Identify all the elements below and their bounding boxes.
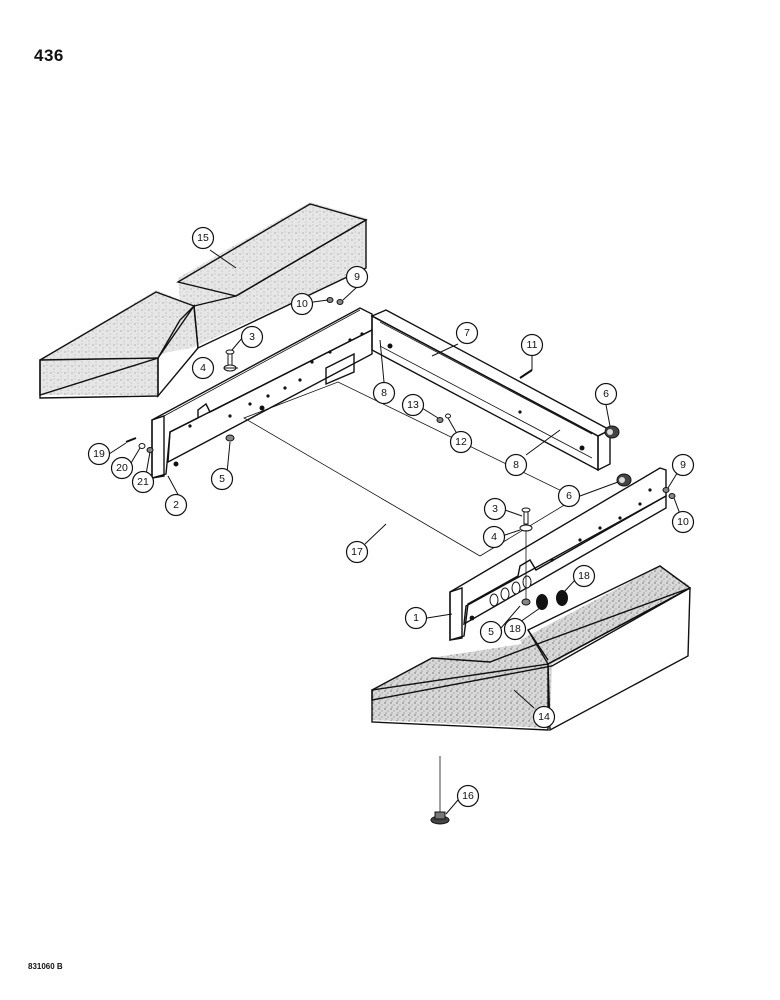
callout-13: 13 [401, 393, 425, 417]
nut-10-lower [668, 493, 676, 499]
washer-21 [146, 447, 154, 453]
callout-8: 8 [372, 381, 396, 405]
callout-18: 18 [572, 564, 596, 588]
callout-label: 16 [462, 790, 474, 802]
callout-label: 6 [603, 388, 609, 400]
callout-4: 4 [191, 356, 215, 380]
screw-11 [519, 369, 533, 379]
callout-5: 5 [210, 467, 234, 491]
callout-label: 4 [491, 531, 497, 543]
callout-label: 11 [527, 339, 538, 351]
bolt-3-lower [521, 507, 531, 525]
callout-17: 17 [345, 540, 369, 564]
seat-cushion-rear [39, 202, 368, 399]
callout-8: 8 [504, 453, 528, 477]
nut-9-lower [662, 487, 670, 493]
bolt-19 [125, 437, 137, 443]
callout-label: 8 [381, 387, 387, 399]
callout-label: 20 [116, 462, 128, 474]
callout-label: 1 [413, 612, 419, 624]
callout-label: 9 [354, 271, 360, 283]
callout-label: 12 [455, 436, 467, 448]
callout-label: 3 [249, 331, 255, 343]
callout-4: 4 [482, 525, 506, 549]
nut-5-lower [521, 598, 531, 606]
washer-12 [445, 413, 451, 419]
leader-lines [108, 249, 681, 815]
callout-12: 12 [449, 430, 473, 454]
callout-2: 2 [164, 493, 188, 517]
nut-5-upper [225, 434, 235, 442]
callout-label: 13 [407, 399, 419, 411]
callout-18: 18 [503, 617, 527, 641]
knob-upper [604, 425, 620, 439]
callout-label: 17 [351, 546, 363, 558]
page-number: 436 [34, 46, 64, 65]
callout-label: 6 [566, 490, 572, 502]
callout-label: 5 [219, 473, 225, 485]
callout-label: 18 [509, 623, 521, 635]
knob-lower [616, 473, 632, 487]
callout-5: 5 [479, 620, 503, 644]
callout-label: 5 [488, 626, 494, 638]
callout-9: 9 [671, 453, 695, 477]
callout-3: 3 [483, 497, 507, 521]
callout-label: 9 [680, 459, 686, 471]
callout-19: 19 [87, 442, 111, 466]
callout-label: 18 [578, 570, 590, 582]
callout-9: 9 [345, 265, 369, 289]
callout-6: 6 [557, 484, 581, 508]
side-rail-right [449, 467, 667, 641]
callout-15: 15 [191, 226, 215, 250]
callout-7: 7 [455, 321, 479, 345]
washer-20 [138, 443, 146, 449]
callout-label: 19 [93, 448, 105, 460]
callout-label: 10 [296, 298, 308, 310]
callout-21: 21 [131, 470, 155, 494]
callout-label: 10 [677, 516, 689, 528]
callout-16: 16 [456, 784, 480, 808]
rear-cross-bar [370, 309, 612, 472]
grommet-left [536, 594, 548, 610]
callout-label: 14 [538, 711, 550, 723]
callout-6: 6 [594, 382, 618, 406]
callout-1: 1 [404, 606, 428, 630]
callout-label: 15 [197, 232, 209, 244]
callout-label: 3 [492, 503, 498, 515]
callout-10: 10 [671, 510, 695, 534]
bolt-3-upper [225, 349, 235, 367]
callout-label: 4 [200, 362, 206, 374]
callout-label: 7 [464, 327, 470, 339]
drawing-code: 831060 B [28, 962, 63, 971]
callout-20: 20 [110, 456, 134, 480]
nut-9-upper [336, 299, 344, 305]
callout-3: 3 [240, 325, 264, 349]
mounting-stud [430, 756, 450, 825]
callout-label: 21 [137, 476, 149, 488]
callout-14: 14 [532, 705, 556, 729]
callout-10: 10 [290, 292, 314, 316]
grommet-right [556, 590, 568, 606]
callout-label: 8 [513, 459, 519, 471]
nut-13 [436, 417, 444, 423]
callout-label: 2 [173, 499, 179, 511]
callout-11: 11 [520, 333, 544, 357]
